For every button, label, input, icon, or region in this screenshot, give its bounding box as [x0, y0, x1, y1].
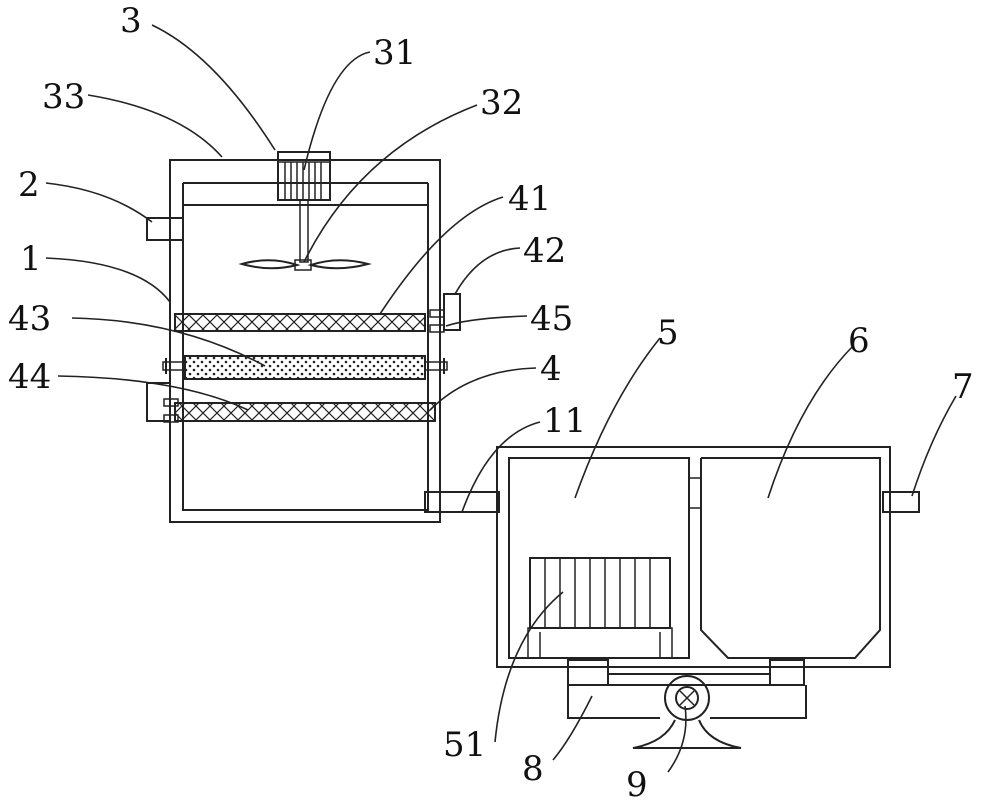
- label-45: 45: [530, 299, 573, 339]
- mount-42: [429, 293, 461, 333]
- label-31: 31: [373, 33, 416, 73]
- label-8: 8: [522, 749, 544, 789]
- filter-bed-43: [184, 355, 426, 380]
- leader-lines: [45, 24, 957, 773]
- label-42: 42: [523, 231, 566, 271]
- inlet-pipe-2: [146, 217, 184, 241]
- label-51: 51: [443, 725, 486, 765]
- filter-element-51: [527, 557, 673, 659]
- outlet-pipe-7: [882, 491, 920, 513]
- tank-1: [169, 159, 441, 523]
- left-mount: [146, 382, 179, 423]
- label-7: 7: [952, 367, 974, 407]
- label-32: 32: [480, 83, 523, 123]
- reference-labels: 3 31 33 32 2 41 1 42 43 45 5 6 4 44 7 11…: [8, 1, 974, 805]
- motor-31: [277, 151, 331, 201]
- label-44: 44: [8, 357, 51, 397]
- label-33: 33: [42, 77, 85, 117]
- label-9: 9: [626, 765, 648, 805]
- support-base-8: [567, 659, 807, 719]
- label-41: 41: [508, 179, 551, 219]
- bed-handles: [162, 358, 448, 374]
- label-43: 43: [8, 299, 51, 339]
- connecting-pipe-11: [424, 491, 500, 513]
- label-2: 2: [18, 165, 40, 205]
- label-3: 3: [120, 1, 142, 41]
- label-5: 5: [657, 313, 679, 353]
- label-11: 11: [543, 401, 586, 441]
- label-4: 4: [540, 349, 562, 389]
- label-6: 6: [848, 321, 870, 361]
- filter-mesh-41: [174, 313, 426, 332]
- label-1: 1: [20, 239, 42, 279]
- filter-mesh-44: [174, 402, 436, 422]
- pump-9: [632, 675, 742, 749]
